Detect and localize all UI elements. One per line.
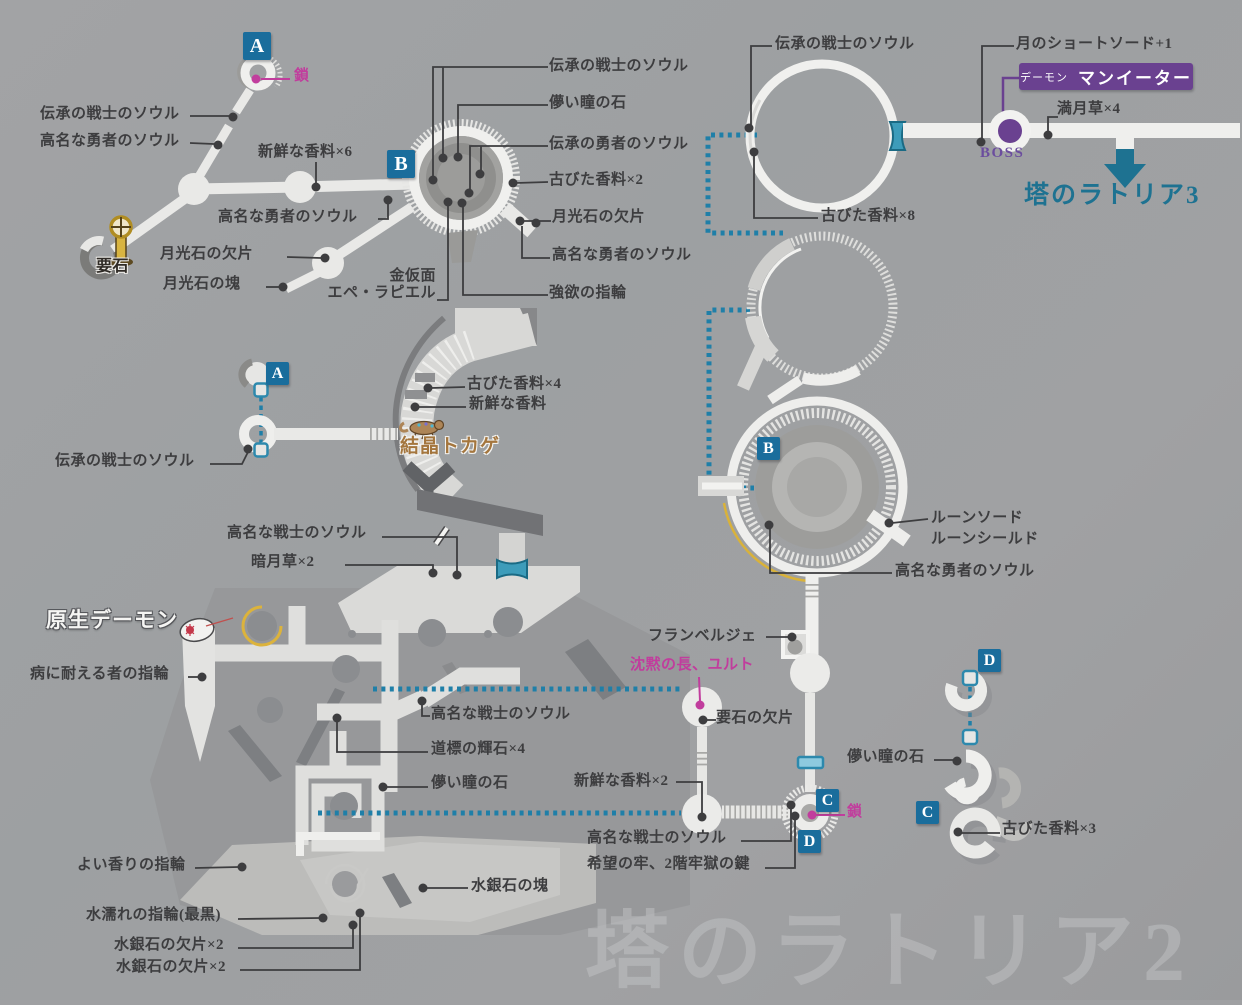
marker-b1: B — [387, 150, 415, 178]
tower-a1 — [237, 55, 283, 91]
item-label: 金仮面 — [389, 268, 436, 284]
item-label: 水濡れの指輪(最黒) — [86, 907, 221, 923]
item-label: 伝承の戦士のソウル — [55, 453, 195, 469]
boss-node — [989, 76, 1031, 152]
dotted-routes — [259, 132, 972, 816]
item-dots — [197, 112, 1053, 930]
crystal-lizard-icon — [399, 419, 445, 440]
item-label: 月光石の欠片 — [160, 246, 254, 262]
boss-label: BOSS — [980, 145, 1025, 161]
item-label: 古びた香料×4 — [467, 376, 562, 392]
primeval-demon-area — [179, 617, 234, 762]
primeval-demon-icon — [179, 617, 215, 643]
tower-b2 — [698, 396, 911, 583]
archstone-label: 要石 — [96, 258, 130, 275]
maze-floor — [150, 588, 690, 935]
item-label: 水銀石の欠片×2 — [114, 937, 225, 953]
item-label: 儚い瞳の石 — [431, 775, 509, 791]
fog-gate-icon — [888, 121, 907, 151]
maze-spiral-room — [295, 765, 385, 852]
mid-route — [682, 570, 830, 834]
tower-b1 — [402, 119, 537, 263]
swamp-swirl — [324, 863, 370, 903]
item-label: 月光石の欠片 — [552, 209, 646, 225]
fog-gate-icon — [496, 558, 528, 580]
marker-a2: A — [266, 362, 289, 385]
next-stage-arrow — [1104, 149, 1146, 188]
item-label: エペ・ラピエル — [327, 285, 436, 302]
item-label: 高名な勇者のソウル — [552, 247, 692, 263]
item-label: 月のショートソード+1 — [1016, 36, 1173, 52]
chain-anchors — [253, 382, 979, 746]
item-label: 伝承の勇者のソウル — [549, 136, 689, 152]
item-label: 高名な戦士のソウル — [587, 830, 727, 846]
item-label: ルーンシールド — [931, 531, 1039, 547]
item-label-group: 金仮面 エペ・ラピエル — [278, 268, 436, 303]
grand-staircase — [338, 308, 580, 633]
item-label: 高名な勇者のソウル — [895, 563, 1035, 579]
item-label: 要石の欠片 — [716, 710, 794, 726]
item-label: 道標の輝石×4 — [431, 741, 526, 757]
shortcut-slash-icon — [433, 526, 450, 546]
marker-c1: C — [816, 789, 839, 812]
item-label: 高名な勇者のソウル — [40, 133, 180, 149]
item-label: 伝承の戦士のソウル — [40, 106, 180, 122]
item-label: よい香りの指輪 — [77, 857, 186, 873]
maze-pillars — [247, 607, 523, 820]
item-label: 新鮮な香料 — [469, 396, 547, 412]
wall-l — [296, 832, 380, 856]
npc-markers — [251, 74, 845, 820]
npc-label-yurt: 沈黙の長、ユルト — [630, 657, 755, 673]
item-label: 高名な戦士のソウル — [431, 706, 571, 722]
item-label: 水銀石の塊 — [471, 878, 549, 894]
ring-1 — [745, 59, 1240, 213]
marker-c2: C — [916, 801, 939, 824]
item-label: ルーンソード — [931, 510, 1024, 526]
hanging-chains — [944, 671, 1032, 865]
item-label: 希望の牢、2階牢獄の鍵 — [587, 856, 751, 872]
yellow-arc — [241, 605, 283, 647]
item-label: 儚い瞳の石 — [549, 95, 627, 111]
item-label: 新鮮な香料×6 — [258, 144, 353, 160]
leader-lines — [188, 45, 1058, 971]
boss-type: デーモン — [1020, 71, 1068, 84]
primeval-demon-label: 原生デーモン — [46, 608, 178, 632]
stage-title-watermark: 塔のラトリア2 — [585, 906, 1195, 999]
chain-label: 鎖 — [847, 804, 863, 820]
item-label: 満月草×4 — [1057, 101, 1121, 117]
next-stage-label: 塔のラトリア3 — [1024, 182, 1201, 209]
item-label: 伝承の戦士のソウル — [549, 58, 689, 74]
item-label: フランベルジェ — [648, 628, 757, 644]
boss-name: マンイーター — [1078, 69, 1192, 88]
item-label: 古びた香料×3 — [1002, 821, 1097, 837]
item-label: 月光石の塊 — [163, 276, 241, 292]
ring-2 — [737, 231, 898, 405]
item-label: 高名な戦士のソウル — [227, 525, 367, 541]
maze-corridors — [213, 606, 520, 792]
archstone-icon — [109, 215, 133, 267]
item-label: 水銀石の欠片×2 — [116, 959, 227, 975]
item-label: 伝承の戦士のソウル — [775, 36, 915, 52]
crystal-lizard-label: 結晶トカゲ — [400, 436, 501, 457]
item-label: 強欲の指輪 — [549, 285, 627, 301]
item-label: 暗月草×2 — [251, 554, 315, 570]
chain-label: 鎖 — [294, 68, 310, 84]
marker-d1: D — [798, 830, 821, 853]
marker-d2: D — [978, 649, 1001, 672]
marker-b2: B — [757, 437, 780, 460]
item-label: 古びた香料×8 — [821, 208, 916, 224]
marker-a1: A — [243, 32, 271, 60]
item-label: 儚い瞳の石 — [847, 749, 925, 765]
item-label: 新鮮な香料×2 — [574, 773, 669, 789]
item-label: 病に耐える者の指輪 — [30, 666, 170, 682]
boss-badge: デーモン マンイーター — [1019, 63, 1193, 90]
gate-bar-icon — [796, 755, 825, 770]
item-label: 高名な勇者のソウル — [218, 209, 358, 225]
item-label: 古びた香料×2 — [549, 172, 644, 188]
archstone-area — [79, 215, 133, 280]
